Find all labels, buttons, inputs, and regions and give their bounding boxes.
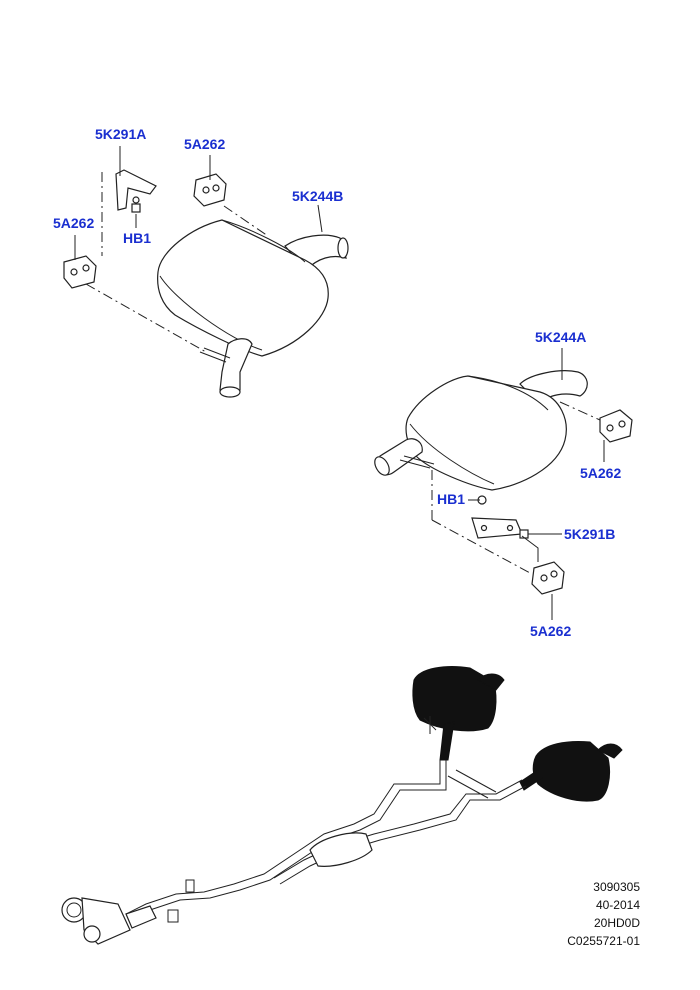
callout-5A262-left: 5A262 <box>53 215 94 231</box>
reference-line-3: 20HD0D <box>593 916 640 930</box>
left-isolator-5A262 <box>63 255 97 289</box>
reference-line-1: 3090305 <box>593 880 640 894</box>
right-isolator-5A262 <box>599 409 633 443</box>
callout-5A262-top: 5A262 <box>184 136 225 152</box>
exhaust-system-overview <box>61 666 623 945</box>
left-rear-muffler <box>157 219 349 398</box>
callout-5A262-bottom: 5A262 <box>530 623 571 639</box>
right-rear-muffler <box>374 370 588 491</box>
bracket-5K291B <box>471 495 529 539</box>
callout-HB1-right: HB1 <box>437 491 465 507</box>
reference-line-4: C0255721-01 <box>567 934 640 948</box>
callout-HB1-left: HB1 <box>123 230 151 246</box>
bottom-isolator-5A262 <box>531 561 565 595</box>
callout-5K244B: 5K244B <box>292 188 343 204</box>
callout-5K244A: 5K244A <box>535 329 586 345</box>
top-isolator-5A262 <box>193 173 227 207</box>
bracket-5K291A <box>115 169 157 213</box>
callout-5A262-right: 5A262 <box>580 465 621 481</box>
reference-line-2: 40-2014 <box>595 898 640 912</box>
reference-block: 3090305 40-2014 20HD0D C0255721-01 <box>520 878 640 950</box>
callout-5K291A: 5K291A <box>95 126 146 142</box>
callout-5K291B: 5K291B <box>564 526 615 542</box>
